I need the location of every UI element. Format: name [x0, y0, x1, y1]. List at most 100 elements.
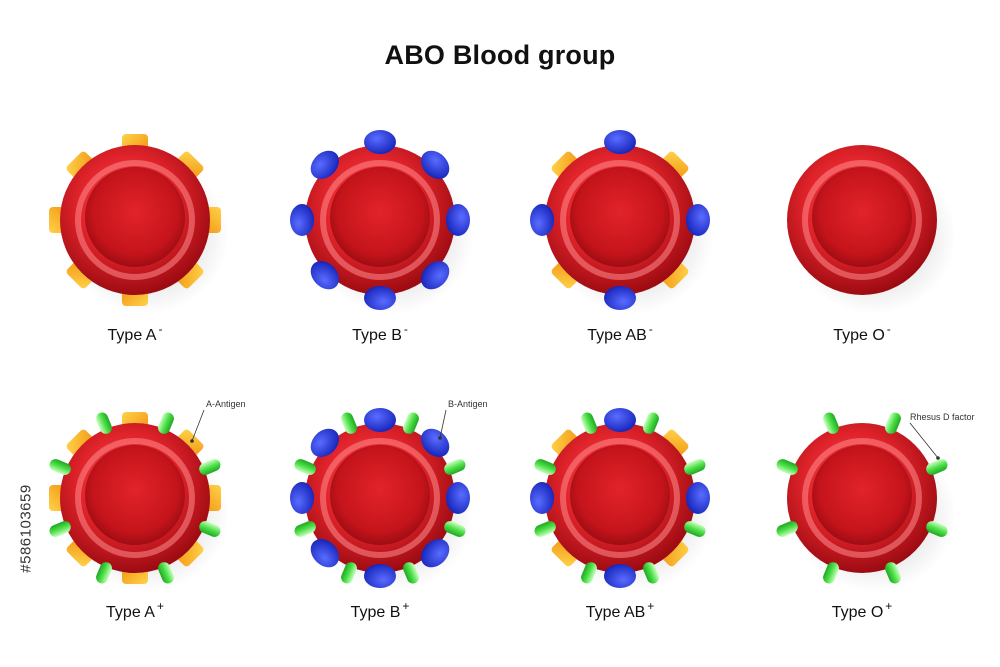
rh-sign: +: [402, 599, 409, 613]
rh-d-factor: [294, 459, 316, 475]
rh-d-factor: [444, 521, 466, 537]
cell-center: [570, 445, 670, 545]
rh-sign: +: [647, 599, 654, 613]
cell-type-label: Type B-: [352, 322, 408, 344]
b-antigen: [310, 428, 339, 457]
cell-type-label: Type A+: [106, 599, 164, 621]
callout-leader: [909, 422, 939, 459]
cell-type-o-positive: Type O+Rhesus D factor: [776, 412, 975, 621]
cell-type-a-negative: Type A-: [49, 134, 229, 344]
rh-d-factor: [926, 521, 948, 537]
antigen-callout: Rhesus D factor: [910, 412, 975, 422]
rh-d-factor: [534, 459, 556, 475]
b-antigen: [421, 428, 450, 457]
b-antigen: [530, 482, 554, 514]
cell-center: [330, 167, 430, 267]
cell-rim-highlight: [320, 438, 440, 558]
rh-d-factor: [823, 562, 839, 584]
cell-type-b-positive: Type B+ B-Antigen: [290, 399, 488, 621]
callout-dot: [936, 456, 940, 460]
cell-type-label: Type O-: [833, 322, 891, 344]
cell-center: [85, 445, 185, 545]
cell-rim-highlight: [802, 160, 922, 280]
rh-sign: -: [404, 322, 408, 336]
cell-type-a-positive: Type A+ A-Antigen: [49, 399, 246, 621]
rh-d-factor: [294, 521, 316, 537]
rh-d-factor: [199, 459, 221, 475]
cell-type-label: Type B+: [351, 599, 410, 621]
rh-d-factor: [534, 521, 556, 537]
b-antigen: [604, 286, 636, 310]
cell-rim-highlight: [75, 160, 195, 280]
callout-leader: [191, 409, 205, 442]
cell-center: [812, 445, 912, 545]
cell-type-b-negative: Type B-: [290, 130, 474, 344]
rh-d-factor: [581, 412, 597, 434]
antigen-callout: B-Antigen: [448, 399, 488, 409]
cell-type-o-negative: Type O-: [787, 145, 956, 344]
b-antigen: [364, 564, 396, 588]
cell-rim-highlight: [802, 438, 922, 558]
b-antigen: [364, 130, 396, 154]
antigen-callout: A-Antigen: [206, 399, 246, 409]
page-title: ABO Blood group: [384, 40, 616, 70]
rh-d-factor: [926, 459, 948, 475]
cell-type-label: Type A-: [108, 322, 163, 344]
cell-type-label: Type AB-: [587, 322, 653, 344]
rh-d-factor: [158, 412, 174, 434]
rh-sign: +: [885, 599, 892, 613]
rh-d-factor: [158, 562, 174, 584]
cell-rim-highlight: [560, 438, 680, 558]
cells-layer: Type A- Type B- Type AB- Type O- Type A+ A-An…: [49, 130, 975, 621]
cell-rim-highlight: [75, 438, 195, 558]
callout-dot: [438, 436, 442, 440]
cell-center: [85, 167, 185, 267]
cell-center: [812, 167, 912, 267]
b-antigen: [421, 261, 450, 290]
rh-d-factor: [776, 521, 798, 537]
rh-d-factor: [199, 521, 221, 537]
callout-dot: [190, 439, 194, 443]
b-antigen: [604, 130, 636, 154]
cell-type-ab-positive: Type AB+: [530, 408, 714, 621]
rh-d-factor: [776, 459, 798, 475]
b-antigen: [290, 482, 314, 514]
cell-center: [330, 445, 430, 545]
rh-sign: +: [157, 599, 164, 613]
rh-sign: -: [649, 322, 653, 336]
b-antigen: [446, 204, 470, 236]
rh-d-factor: [444, 459, 466, 475]
b-antigen: [686, 204, 710, 236]
rh-sign: -: [887, 322, 891, 336]
rh-d-factor: [643, 562, 659, 584]
cell-rim-highlight: [320, 160, 440, 280]
rh-d-factor: [96, 412, 112, 434]
b-antigen: [364, 408, 396, 432]
b-antigen: [290, 204, 314, 236]
rh-d-factor: [823, 412, 839, 434]
b-antigen: [604, 408, 636, 432]
cell-type-label: Type AB+: [586, 599, 655, 621]
cell-center: [570, 167, 670, 267]
rh-d-factor: [885, 412, 901, 434]
rh-d-factor: [885, 562, 901, 584]
rh-d-factor: [403, 562, 419, 584]
rh-d-factor: [581, 562, 597, 584]
b-antigen: [530, 204, 554, 236]
b-antigen: [446, 482, 470, 514]
rh-d-factor: [341, 412, 357, 434]
rh-d-factor: [96, 562, 112, 584]
rh-sign: -: [158, 322, 162, 336]
rh-d-factor: [684, 521, 706, 537]
rh-d-factor: [403, 412, 419, 434]
rh-d-factor: [341, 562, 357, 584]
b-antigen: [686, 482, 710, 514]
rh-d-factor: [49, 459, 71, 475]
b-antigen: [310, 539, 339, 568]
b-antigen: [421, 150, 450, 179]
cell-rim-highlight: [560, 160, 680, 280]
b-antigen: [310, 261, 339, 290]
rh-d-factor: [49, 521, 71, 537]
cell-type-ab-negative: Type AB-: [530, 130, 714, 344]
b-antigen: [310, 150, 339, 179]
